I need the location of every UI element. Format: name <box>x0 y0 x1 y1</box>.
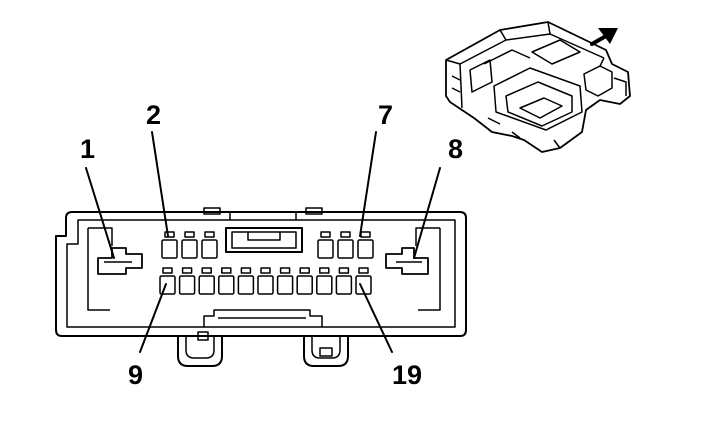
pin-cavity-10 <box>178 267 196 295</box>
connector-face <box>55 207 467 367</box>
pin-label-9: 9 <box>128 360 143 390</box>
pin-label-7: 7 <box>378 100 393 130</box>
pin-number-labels: 1 2 7 8 9 19 <box>80 100 463 390</box>
leader-line-8 <box>413 167 441 259</box>
leader-line-2 <box>151 131 169 237</box>
leader-line-1 <box>85 167 115 259</box>
pin-cavity-11 <box>198 267 215 295</box>
pin-cavity-5 <box>317 231 334 259</box>
leader-line-19 <box>359 283 393 353</box>
pin-cavity-18 <box>335 267 353 295</box>
pin-row-bottom <box>159 267 372 295</box>
pin-cavity-17 <box>316 267 333 295</box>
pin-cavity-12 <box>218 267 235 295</box>
leader-line-9 <box>139 283 167 353</box>
connector-3d-icon <box>445 21 631 153</box>
pin-label-19: 19 <box>392 360 422 390</box>
leader-line-7 <box>359 131 377 237</box>
pin-cavity-16 <box>296 267 313 295</box>
pin-row-top <box>161 231 374 259</box>
pin-label-2: 2 <box>146 100 161 130</box>
pin-cavity-13 <box>237 267 255 295</box>
pin-cavity-2 <box>161 231 178 259</box>
direction-arrow-icon <box>590 28 618 46</box>
pin-cavity-9 <box>159 267 176 295</box>
pin-label-8: 8 <box>448 134 463 164</box>
leader-lines <box>85 131 441 353</box>
pin-cavity-19 <box>355 267 372 295</box>
pin-cavity-14 <box>257 267 274 295</box>
pin-cavity-6 <box>337 231 354 259</box>
pin-cavity-4 <box>201 231 218 259</box>
pin-label-1: 1 <box>80 134 95 164</box>
pin-cavity-15 <box>276 267 294 295</box>
pin-cavity-3 <box>181 231 198 259</box>
